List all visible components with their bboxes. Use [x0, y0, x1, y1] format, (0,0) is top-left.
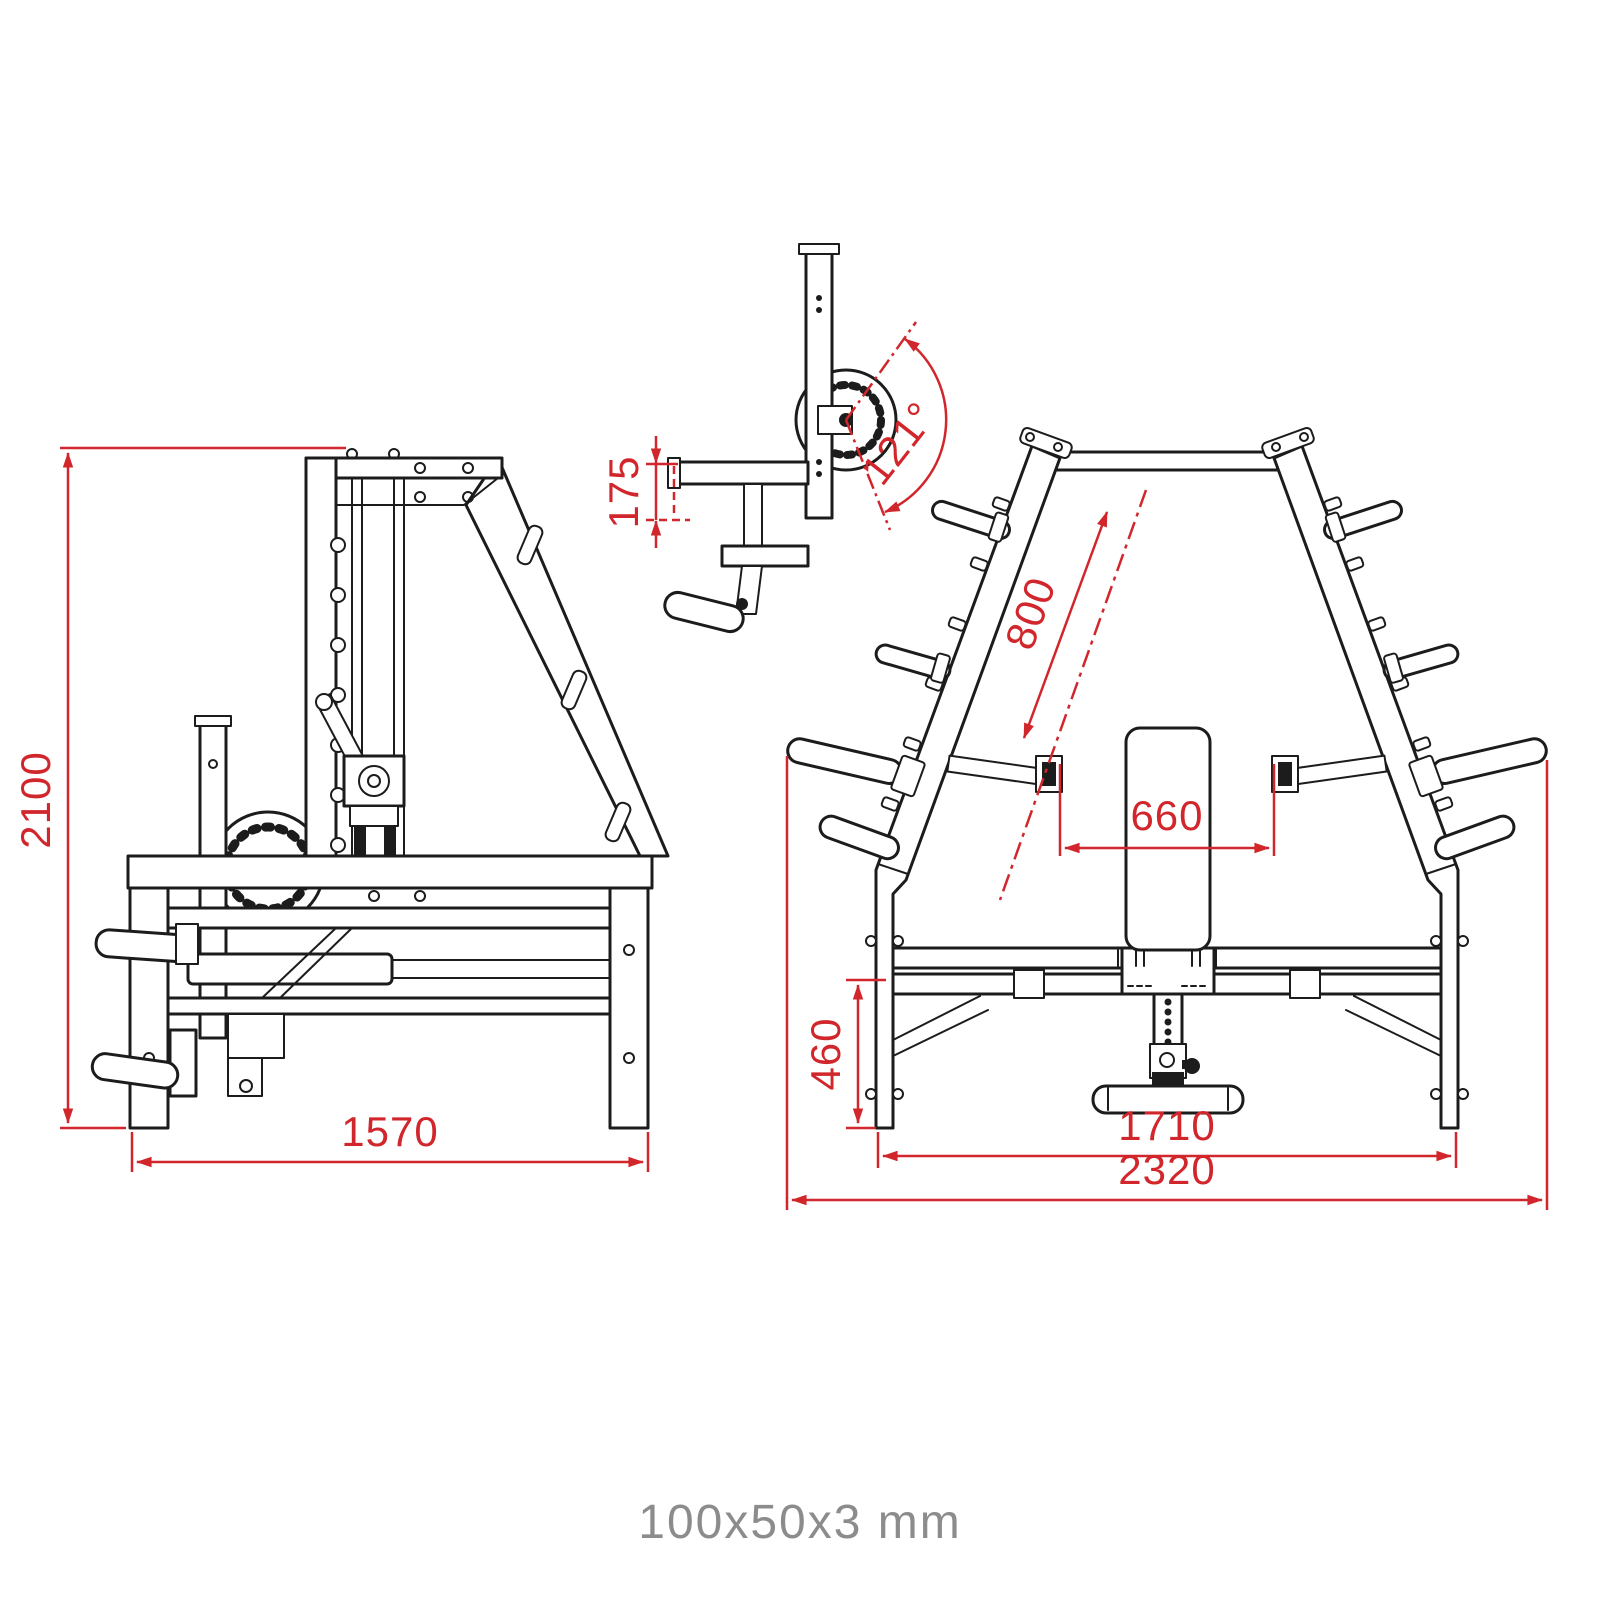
upright-caps [1019, 426, 1315, 460]
front-leg-bolts [865, 935, 1469, 1100]
dimension-inner-clearance: 660 [1058, 764, 1276, 856]
front-upright [304, 456, 346, 858]
seat-bracket [663, 457, 810, 634]
front-view-machine [786, 426, 1548, 1130]
bench-rails [148, 906, 644, 1016]
weight-horn [94, 923, 199, 965]
front-view-dimensions: 800 660 460 1710 [785, 489, 1549, 1210]
side-view: 2100 1570 [12, 446, 670, 1172]
barbell-pegs [874, 499, 1460, 684]
top-crossbar [1046, 450, 1288, 472]
seat-drop-label: 175 [600, 455, 647, 528]
adjust-column [1149, 992, 1200, 1091]
spotter-arms [946, 754, 1388, 793]
bench-beam [126, 854, 654, 902]
front-foot [90, 1013, 285, 1098]
backrest-bar [798, 243, 853, 520]
detail-machine [663, 243, 898, 634]
foot-roller [1091, 1072, 1245, 1115]
hook-carriage [315, 693, 406, 856]
top-beam [304, 448, 504, 506]
detail-dimensions: 121° 175 [600, 321, 948, 548]
weight-horns [786, 737, 1548, 861]
dimension-seat-drop: 175 [600, 436, 690, 548]
side-view-machine [90, 448, 670, 1130]
dimension-overall-width: 2320 [785, 756, 1549, 1210]
leg-span-label: 1710 [1118, 1102, 1215, 1149]
frame-height-label: 460 [802, 1017, 849, 1090]
dimension-frame-height: 460 [802, 978, 886, 1130]
backrest-detail-view: 121° 175 [600, 243, 948, 634]
front-view: 800 660 460 1710 [785, 426, 1549, 1210]
inner-clearance-label: 660 [1130, 792, 1203, 839]
side-view-dimensions: 2100 1570 [12, 446, 650, 1172]
tube-spec-note: 100x50x3 mm [638, 1496, 961, 1549]
dimension-overall-height: 2100 [12, 446, 346, 1130]
backrest-pad [1120, 726, 1216, 996]
side-legs [128, 886, 650, 1130]
overall-width-label: 2320 [1118, 1146, 1215, 1193]
dimension-leg-span: 1710 [876, 1102, 1458, 1168]
dimension-base-depth: 1570 [130, 1108, 650, 1172]
overall-height-label: 2100 [12, 751, 59, 848]
base-depth-label: 1570 [341, 1108, 438, 1155]
